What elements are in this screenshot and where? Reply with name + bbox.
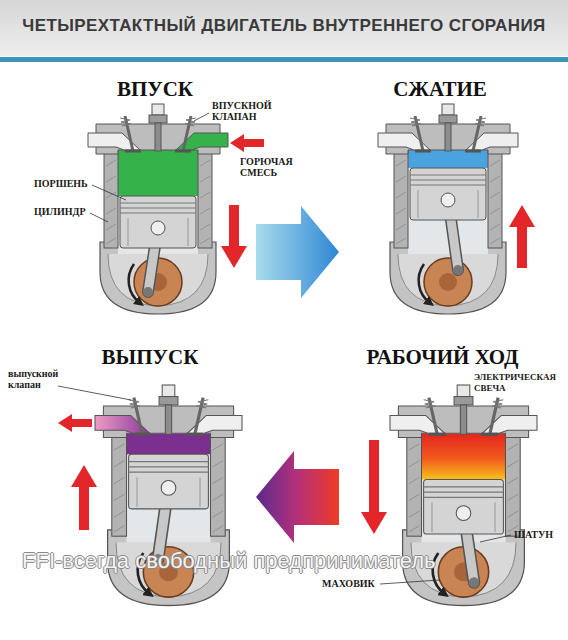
- flow-arrow-out: [58, 414, 92, 432]
- watermark: FFI-всегда свободный предприниматель: [22, 548, 436, 574]
- leader-line: [480, 535, 511, 542]
- stage-heading: ВЫПУСК: [44, 344, 256, 370]
- leader-line: [380, 580, 440, 584]
- title-rule: [0, 57, 568, 62]
- stage-panel: ВЫПУСК: [44, 344, 256, 614]
- burning-gas: [422, 433, 506, 479]
- process-arrow: [256, 206, 339, 298]
- fuel-mixture: [118, 150, 198, 196]
- flywheel: [424, 258, 472, 306]
- engine-intake: [88, 104, 228, 314]
- piston-motion-arrow: [71, 465, 97, 530]
- exhaust-gas: [127, 433, 211, 454]
- valves: [410, 104, 486, 151]
- leader-line: [92, 185, 126, 200]
- valves: [120, 104, 196, 151]
- compressed-mixture: [408, 150, 488, 168]
- crank-pin: [469, 577, 480, 588]
- stage-panel: РАБОЧИЙ ХОД: [339, 344, 546, 614]
- part-label: ЭЛЕКТРИЧЕСКАЯ СВЕЧА: [474, 372, 564, 393]
- part-label: ПОРШЕНЬ: [34, 178, 88, 189]
- stage-heading: РАБОЧИЙ ХОД: [339, 344, 546, 370]
- piston: [120, 196, 196, 248]
- stage-panel: СЖАТИЕ: [339, 76, 541, 316]
- part-label: ШАТУН: [514, 529, 553, 540]
- piston: [129, 454, 209, 509]
- title: ЧЕТЫРЕХТАКТНЫЙ ДВИГАТЕЛЬ ВНУТРЕННЕГО СГО…: [22, 15, 545, 37]
- piston-motion-arrow: [509, 205, 535, 268]
- part-label: выпускной клапан: [8, 368, 70, 390]
- crank-pin: [143, 287, 153, 297]
- piston: [410, 168, 486, 220]
- valves: [129, 385, 209, 434]
- piston-motion-arrow: [361, 440, 387, 534]
- piston: [424, 480, 504, 535]
- rotation-arrow: [129, 264, 140, 303]
- engine-compression: [378, 104, 518, 314]
- leader-line: [194, 113, 209, 121]
- piston-motion-arrow: [221, 205, 247, 268]
- stage-heading: ВПУСК: [54, 76, 256, 102]
- process-arrow: [256, 451, 339, 543]
- part-label: МАХОВИК: [322, 578, 375, 589]
- rotation-arrow: [419, 264, 430, 303]
- part-label: ГОРЮЧАЯ СМЕСЬ: [240, 156, 304, 178]
- leader-line: [90, 213, 108, 222]
- part-label: ВПУСКНОЙ КЛАПАН: [212, 100, 284, 122]
- stage-heading: СЖАТИЕ: [339, 76, 541, 102]
- crank-hub: [439, 273, 457, 291]
- leader-line: [58, 386, 131, 400]
- part-label: ЦИЛИНДР: [34, 206, 86, 217]
- flow-arrow-in: [230, 134, 264, 152]
- crank-pin: [453, 265, 463, 275]
